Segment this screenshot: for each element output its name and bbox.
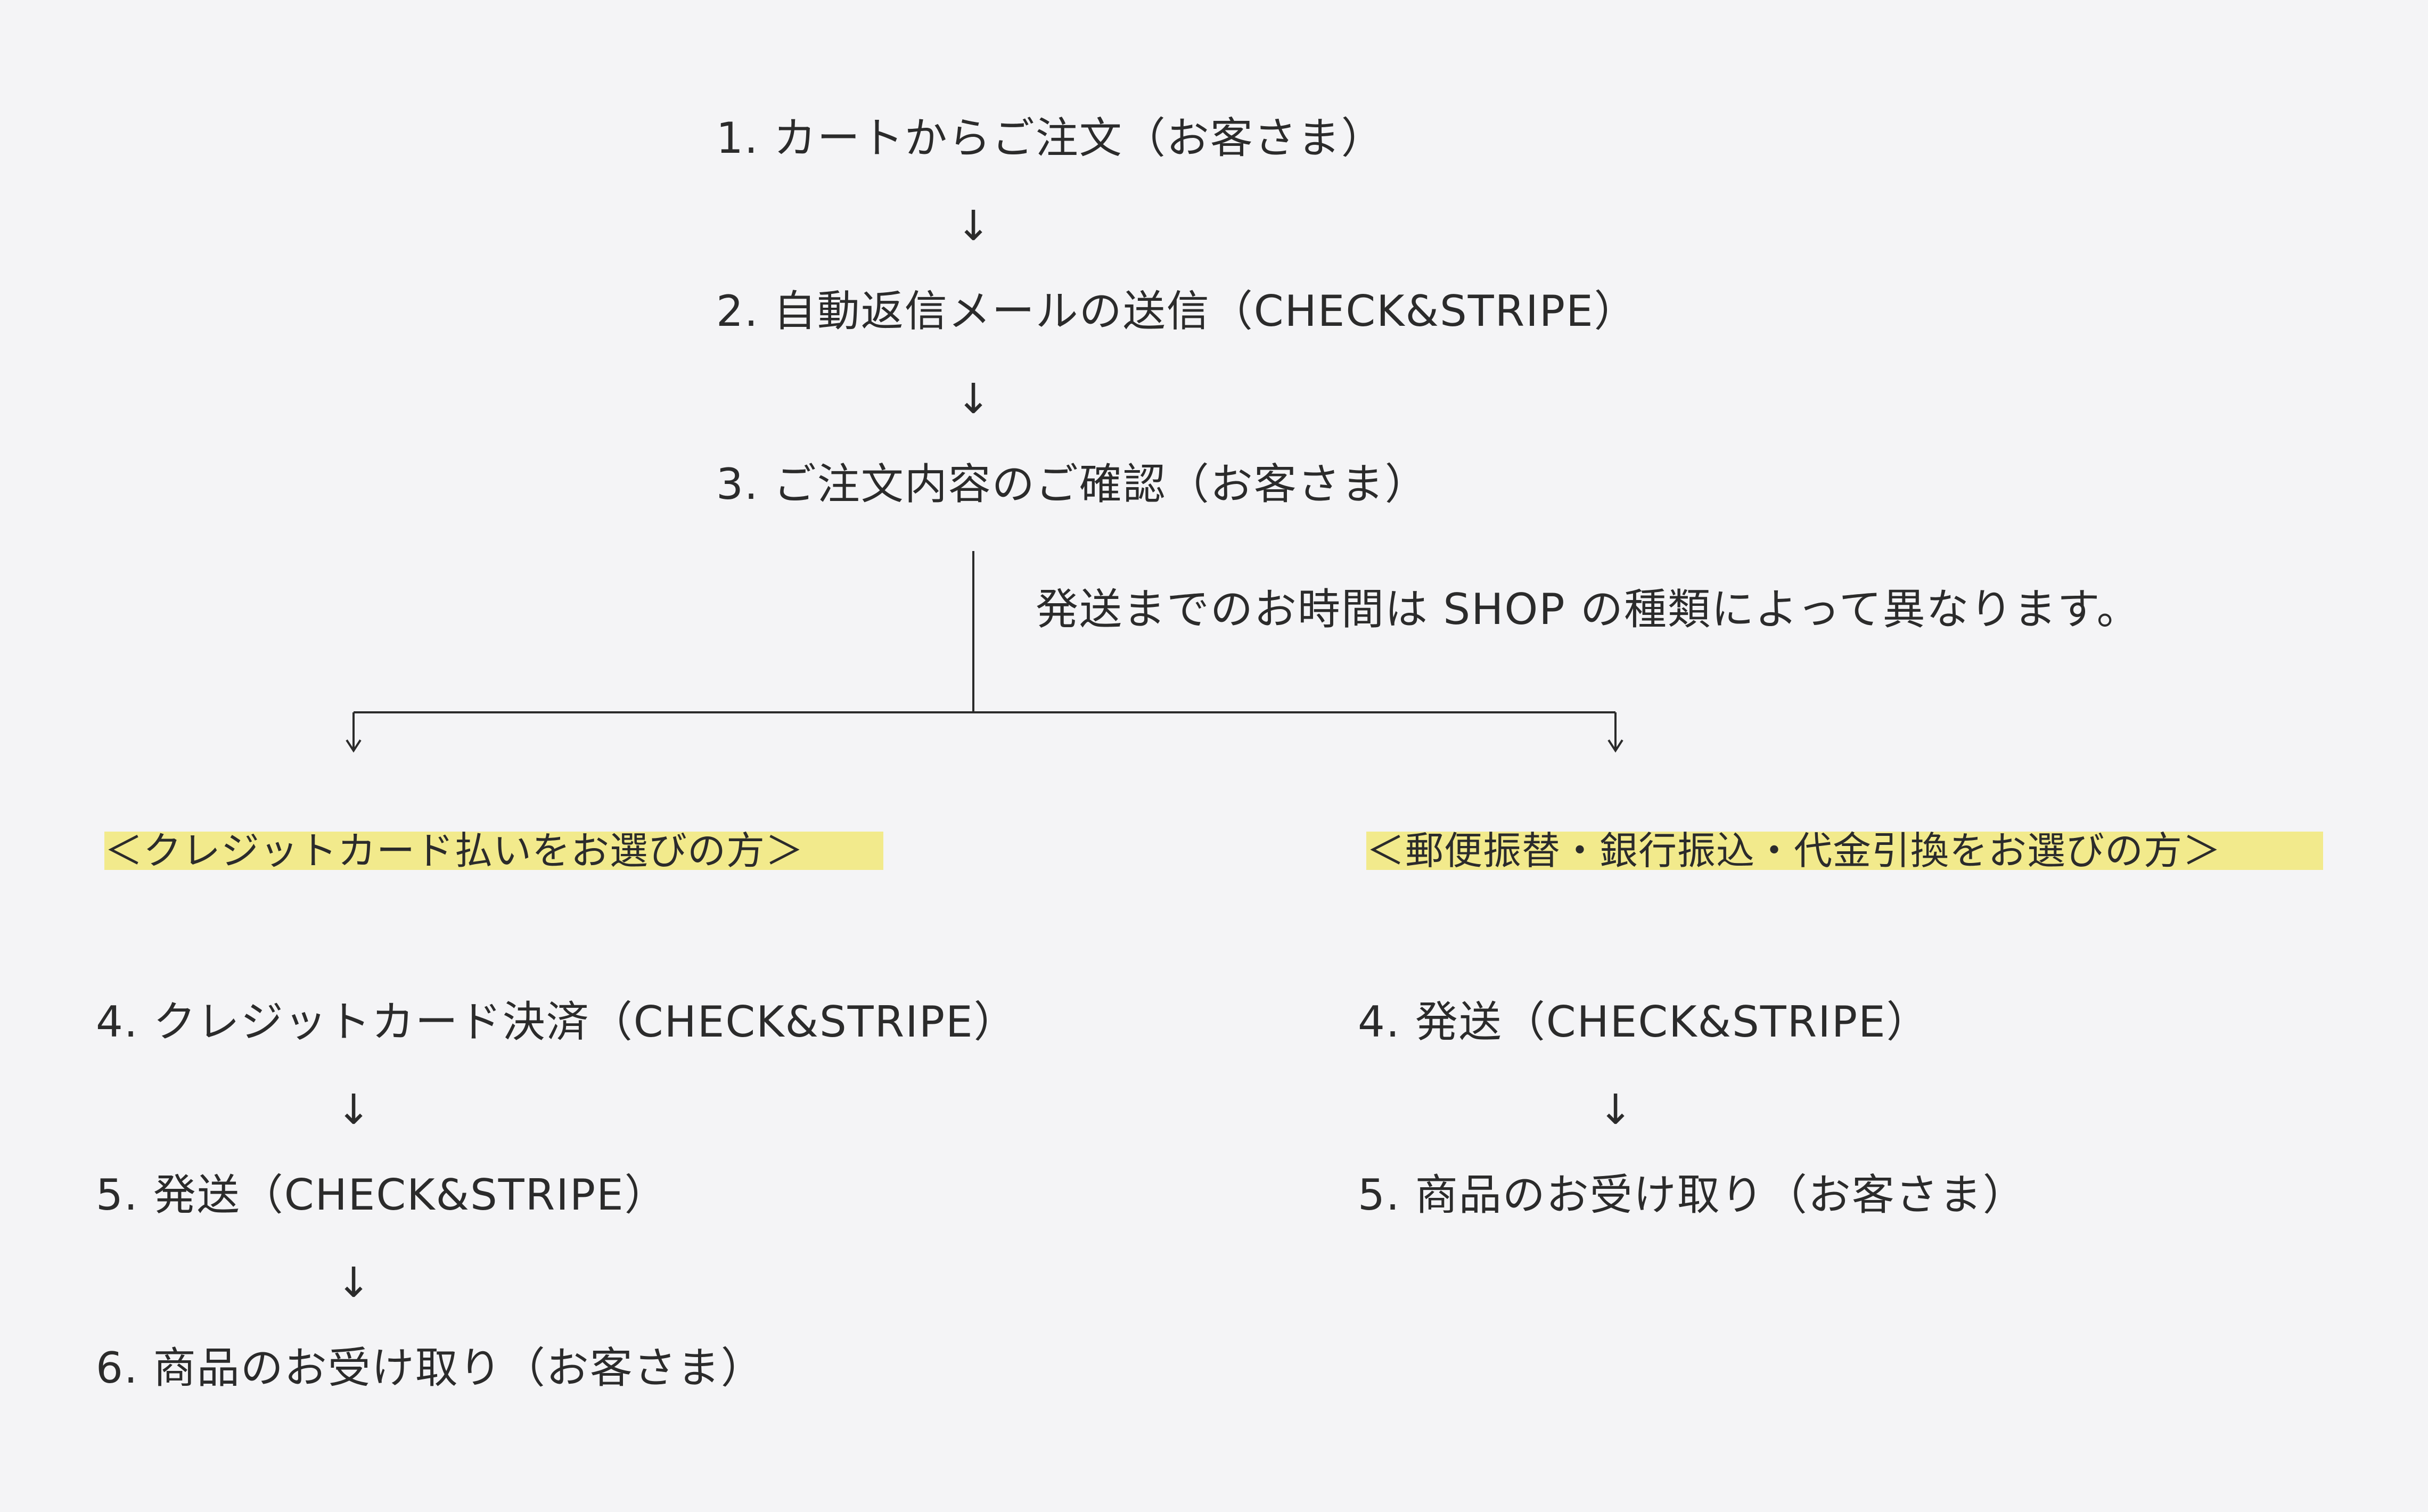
left-step-6-receive-goods: 6. 商品のお受け取り（お客さま） bbox=[96, 1343, 765, 1393]
down-arrow-icon: ↓ bbox=[1598, 1086, 1633, 1134]
step-2-auto-reply-email: 2. 自動返信メールの送信（CHECK&STRIPE） bbox=[716, 286, 1638, 336]
left-branch-heading: ＜クレジットカード払いをお選びの方＞ bbox=[104, 828, 805, 873]
right-step-4-shipping: 4. 発送（CHECK&STRIPE） bbox=[1358, 997, 1930, 1047]
down-arrow-icon: ↓ bbox=[336, 1086, 371, 1134]
left-heading-highlight bbox=[104, 832, 883, 870]
right-step-5-receive-goods: 5. 商品のお受け取り（お客さま） bbox=[1358, 1170, 2027, 1220]
down-arrow-icon: ↓ bbox=[956, 375, 991, 423]
left-step-4-credit-payment: 4. クレジットカード決済（CHECK&STRIPE） bbox=[96, 997, 1018, 1047]
connector-left-arrowhead bbox=[346, 739, 362, 753]
step-3-order-confirmation: 3. ご注文内容のご確認（お客さま） bbox=[716, 459, 1429, 509]
down-arrow-icon: ↓ bbox=[956, 202, 991, 250]
right-heading-highlight bbox=[1366, 832, 2323, 870]
left-step-5-shipping: 5. 発送（CHECK&STRIPE） bbox=[96, 1170, 668, 1220]
connector-right-arrowhead bbox=[1607, 739, 1623, 753]
down-arrow-icon: ↓ bbox=[336, 1259, 371, 1307]
branch-note: 発送までのお時間は SHOP の種類によって異なります。 bbox=[1036, 585, 2140, 634]
step-1-order-from-cart: 1. カートからご注文（お客さま） bbox=[716, 113, 1385, 163]
right-branch-heading: ＜郵便振替・銀行振込・代金引換をお選びの方＞ bbox=[1366, 828, 2222, 873]
